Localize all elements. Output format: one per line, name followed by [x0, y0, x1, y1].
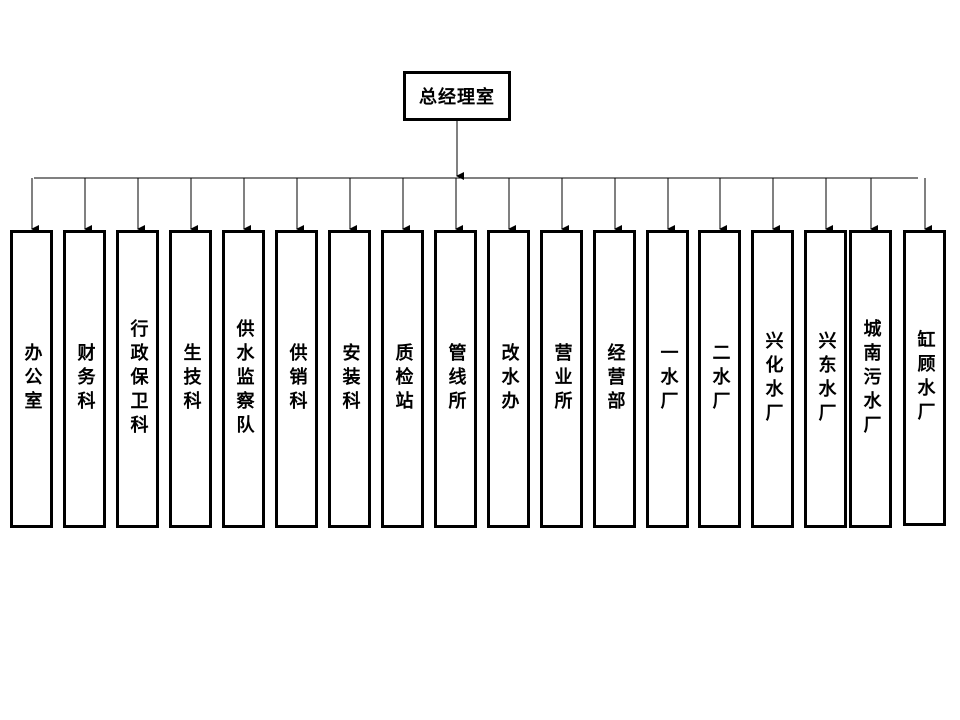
- department-node: 兴化水厂: [751, 230, 794, 528]
- department-node: 行政保卫科: [116, 230, 159, 528]
- department-node: 营业所: [540, 230, 583, 528]
- department-node: 缸顾水厂: [903, 230, 946, 526]
- department-node: 城南污水厂: [849, 230, 892, 528]
- department-node: 改水办: [487, 230, 530, 528]
- department-node: 安装科: [328, 230, 371, 528]
- department-node: 兴东水厂: [804, 230, 847, 528]
- department-label: 行政保卫科: [127, 319, 149, 439]
- root-node-general-manager: 总经理室: [403, 71, 511, 121]
- department-label: 安装科: [339, 343, 361, 415]
- department-node: 管线所: [434, 230, 477, 528]
- department-label: 缸顾水厂: [914, 330, 936, 426]
- root-label: 总经理室: [419, 87, 495, 108]
- department-node: 办公室: [10, 230, 53, 528]
- department-label: 质检站: [392, 343, 414, 415]
- department-label: 一水厂: [657, 343, 679, 415]
- department-node: 供销科: [275, 230, 318, 528]
- department-label: 管线所: [445, 343, 467, 415]
- department-node: 财务科: [63, 230, 106, 528]
- department-label: 财务科: [74, 343, 96, 415]
- department-node: 质检站: [381, 230, 424, 528]
- department-label: 生技科: [180, 343, 202, 415]
- department-label: 兴东水厂: [815, 331, 837, 427]
- department-node: 二水厂: [698, 230, 741, 528]
- department-node: 供水监察队: [222, 230, 265, 528]
- department-label: 营业所: [551, 343, 573, 415]
- department-label: 经营部: [604, 343, 626, 415]
- department-label: 改水办: [498, 343, 520, 415]
- department-label: 供水监察队: [233, 319, 255, 439]
- department-node: 生技科: [169, 230, 212, 528]
- department-label: 城南污水厂: [860, 319, 882, 439]
- department-node: 经营部: [593, 230, 636, 528]
- department-label: 供销科: [286, 343, 308, 415]
- department-label: 兴化水厂: [762, 331, 784, 427]
- department-label: 办公室: [21, 343, 43, 415]
- department-label: 二水厂: [709, 343, 731, 415]
- department-node: 一水厂: [646, 230, 689, 528]
